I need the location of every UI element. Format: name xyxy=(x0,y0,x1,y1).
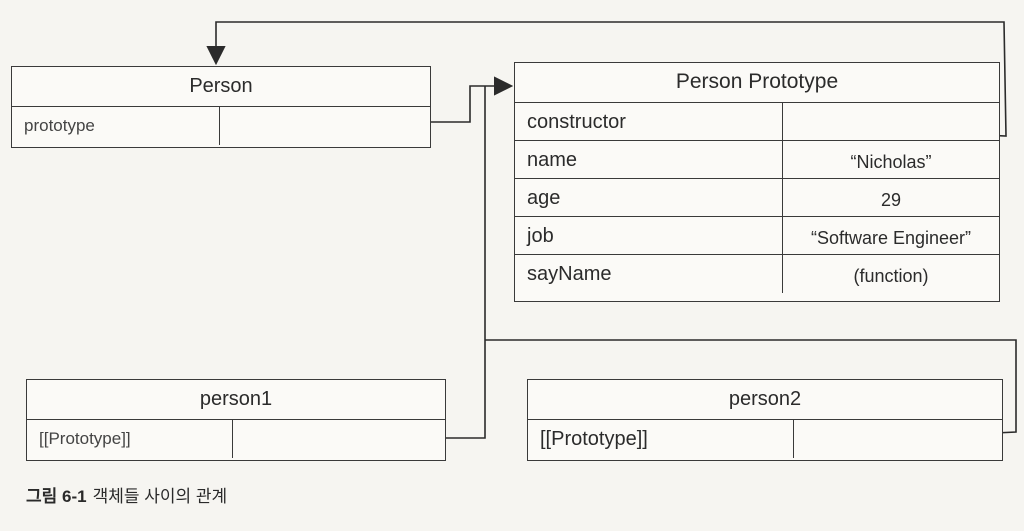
figure-caption: 그림 6-1 객체들 사이의 관계 xyxy=(26,482,227,507)
prototype-row-value: “Software Engineer” xyxy=(810,228,972,248)
person1-title: person1 xyxy=(27,380,445,420)
figure-caption-label: 그림 6-1 xyxy=(26,487,87,506)
person-row: prototype xyxy=(12,107,430,145)
prototype-row: name “Nicholas” xyxy=(515,141,999,179)
prototype-row: age 29 xyxy=(515,179,999,217)
prototype-row-key: constructor xyxy=(515,103,783,140)
prototype-row-key: sayName xyxy=(515,255,783,293)
person1-row-value xyxy=(233,420,445,458)
person-prototype-box: Person Prototype constructor name “Nicho… xyxy=(514,62,1000,302)
prototype-row-value: 29 xyxy=(880,190,902,210)
person-row-key: prototype xyxy=(12,107,220,145)
person2-row: [[Prototype]] xyxy=(528,420,1002,458)
person2-title: person2 xyxy=(528,380,1002,420)
prototype-row: job “Software Engineer” xyxy=(515,217,999,255)
person1-box: person1 [[Prototype]] xyxy=(26,379,446,461)
prototype-row-key: name xyxy=(515,141,783,178)
prototype-row-value: “Nicholas” xyxy=(850,152,932,172)
person-title: Person xyxy=(12,67,430,107)
prototype-row: sayName (function) xyxy=(515,255,999,293)
person2-box: person2 [[Prototype]] xyxy=(527,379,1003,461)
person-row-value xyxy=(220,107,430,145)
person1-row-key: [[Prototype]] xyxy=(27,420,233,458)
person1-row: [[Prototype]] xyxy=(27,420,445,458)
prototype-row-key: age xyxy=(515,179,783,216)
person2-row-key: [[Prototype]] xyxy=(528,420,794,458)
prototype-row-value: (function) xyxy=(853,266,929,286)
prototype-row-key: job xyxy=(515,217,783,254)
person-box: Person prototype xyxy=(11,66,431,148)
prototype-row-value xyxy=(783,103,999,140)
prototype-row: constructor xyxy=(515,103,999,141)
person-prototype-title: Person Prototype xyxy=(515,63,999,103)
figure-caption-text: 객체들 사이의 관계 xyxy=(92,487,228,506)
person2-row-value xyxy=(794,420,1002,458)
